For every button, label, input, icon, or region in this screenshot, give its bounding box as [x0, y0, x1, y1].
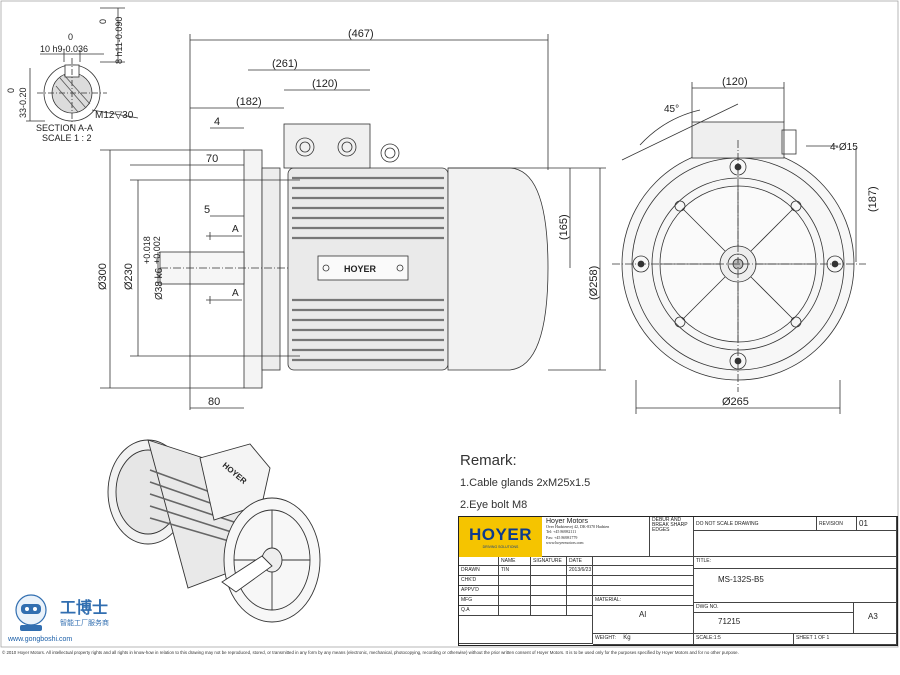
sheet-size: A3 [854, 603, 897, 634]
qa-sign [531, 606, 567, 616]
weight-label: WEIGHT: [595, 635, 616, 641]
chkd-sign [531, 576, 567, 586]
title-block: HOYER DRIVING SOLUTIONS Hoyer Motors Ove… [458, 516, 898, 646]
blank-f [459, 616, 593, 644]
section-title: SECTION A-A [36, 123, 93, 133]
section-thread: M12▽30 [95, 110, 134, 121]
dim-230: Ø230 [123, 263, 135, 290]
dwg-no-value: 71215 [694, 613, 854, 634]
dim-5: 5 [204, 204, 210, 216]
blank-c [593, 566, 694, 576]
appvd-date [567, 586, 593, 596]
chkd-label: CHK'D [459, 576, 499, 586]
cut-mark-bottom: A [232, 288, 239, 299]
mfg-name [499, 596, 531, 606]
dim-70: 70 [206, 153, 218, 165]
sheet-count: SHEET 1 OF 1 [794, 634, 897, 645]
revision-value: 01 [857, 517, 897, 531]
side-view-motor [100, 34, 606, 410]
chkd-name [499, 576, 531, 586]
drawn-signature [531, 566, 567, 576]
remark-eye-bolt: 2.Eye bolt M8 [460, 499, 528, 511]
title-label: TITLE: [694, 557, 897, 569]
section-key-tol: 10 h9-0.036 [40, 44, 88, 54]
copyright-footer: © 2010 Hoyer Motors. All intellectual pr… [2, 650, 739, 655]
dim-120-front: (120) [722, 76, 748, 88]
qa-date [567, 606, 593, 616]
watermark-url: www.gongboshi.com [8, 636, 73, 643]
hoyer-logo: HOYER DRIVING SOLUTIONS [459, 517, 542, 557]
watermark-brand: 工博士 [60, 600, 109, 617]
mfg-date [567, 596, 593, 606]
dim-165: (165) [558, 214, 570, 240]
mfg-sign [531, 596, 567, 606]
weight-row: WEIGHT: Kg [593, 634, 694, 645]
date-label: DATE [567, 557, 593, 566]
material-label: MATERIAL: [593, 596, 694, 606]
dim-angle-45: 45° [664, 104, 679, 115]
weight-unit: Kg [623, 635, 631, 641]
cut-mark-top: A [232, 224, 239, 235]
scale-label: SCALE:1:5 [694, 634, 794, 645]
site-watermark: 工博士 智能工厂服务商 [6, 590, 109, 632]
dim-38k6: Ø38 k6 [154, 267, 165, 300]
mfg-label: MFG [459, 596, 499, 606]
remarks: Remark: 1.Cable glands 2xM25x1.5 2.Eye b… [460, 452, 880, 521]
robot-mascot-icon [15, 594, 47, 631]
appvd-sign [531, 586, 567, 596]
dim-187: (187) [867, 186, 879, 212]
dim-4: 4 [214, 116, 220, 128]
dim-tol-down: +0.002 [152, 236, 162, 264]
qa-name [499, 606, 531, 616]
drawn-date: 2013/6/23 [567, 566, 593, 576]
dim-265: Ø265 [722, 396, 749, 408]
qa-label: Q.A [459, 606, 499, 616]
section-key-zero: 0 [68, 32, 73, 42]
rev-blank [459, 557, 499, 566]
appvd-label: APPV'D [459, 586, 499, 596]
revision-label: REVISION [817, 517, 857, 531]
dim-tol-up: +0.018 [142, 236, 152, 264]
dim-182: (182) [236, 96, 262, 108]
dim-overall-length: (467) [348, 28, 374, 40]
name-label: NAME [499, 557, 531, 566]
remark-title: Remark: [460, 452, 517, 469]
signature-label: SIGNATURE [531, 557, 567, 566]
appvd-name [499, 586, 531, 596]
section-height-zero: 0 [98, 19, 108, 24]
drawing-title: MS-132S-B5 [694, 569, 897, 603]
front-view-flange [612, 82, 866, 414]
watermark-tagline: 智能工厂服务商 [60, 620, 109, 627]
no-scale-note: DO NOT SCALE DRAWING [694, 517, 817, 531]
section-side-tol: 33-0.20 [18, 87, 28, 118]
dim-holes: 4-Ø15 [830, 142, 858, 153]
isometric-view [107, 439, 321, 623]
chkd-date [567, 576, 593, 586]
section-scale: SCALE 1 : 2 [42, 133, 92, 143]
dim-120-side: (120) [312, 78, 338, 90]
material-value: Al [593, 606, 694, 634]
dwg-no-label: DWG NO. [694, 603, 854, 613]
blank-area [694, 531, 897, 557]
dim-300: Ø300 [97, 263, 109, 290]
section-side-zero: 0 [6, 88, 16, 93]
drawn-label: DRAWN [459, 566, 499, 576]
deburr-note: DEBUR AND BREAK SHARP EDGES [650, 517, 694, 557]
section-height-tol: 8 h11-0.090 [114, 17, 124, 64]
remark-cable-glands: 1.Cable glands 2xM25x1.5 [460, 477, 591, 489]
dim-258: (Ø258) [588, 266, 600, 300]
section-a-a-view [26, 7, 139, 128]
blank-e [593, 586, 694, 596]
dim-80: 80 [208, 396, 220, 408]
company-info: Hoyer Motors Over Hadstenvej 42, DK-8370… [542, 517, 650, 557]
blank-d [593, 576, 694, 586]
blank-b [593, 557, 694, 566]
drawn-by: TIN [499, 566, 531, 576]
motor-brand-plate: HOYER [344, 264, 377, 274]
dim-261: (261) [272, 58, 298, 70]
